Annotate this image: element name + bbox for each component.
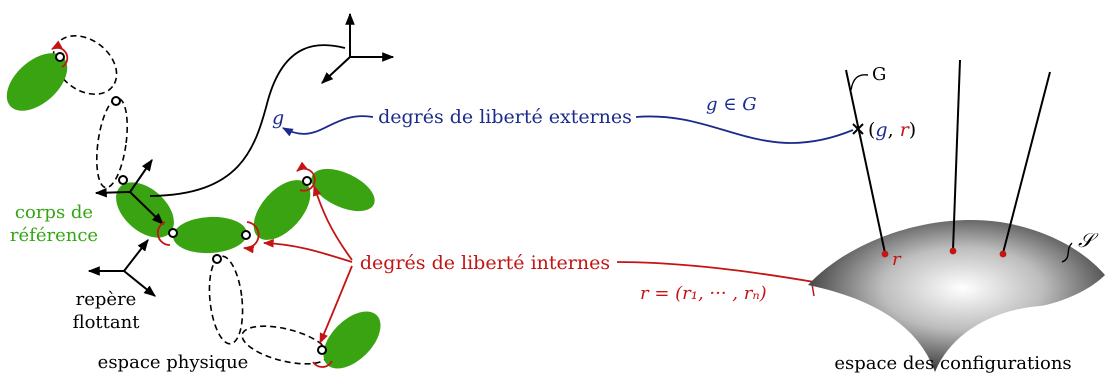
- joint: [302, 176, 312, 186]
- g-label: g: [272, 107, 284, 129]
- dashed-loop: [208, 255, 244, 345]
- external-dof-arrow-right: [635, 115, 854, 144]
- fiber-line: [952, 59, 961, 251]
- internal-dof: degrés de liberté internes r = (r₁, ··· …: [262, 184, 886, 344]
- manifold-surface: [808, 219, 1105, 372]
- body-link: [311, 168, 375, 212]
- dashed-loop: [95, 97, 129, 189]
- body-link: [173, 216, 247, 254]
- physical-space-label: espace physique: [98, 352, 249, 373]
- world-frame: [321, 12, 395, 84]
- external-dof: degrés de liberté externes g ∈ G: [282, 94, 854, 144]
- joint: [111, 96, 121, 106]
- dashed-loop: [241, 325, 329, 365]
- config-space-label: espace des configurations: [834, 353, 1071, 374]
- joint: [118, 175, 128, 185]
- fiber-point: [949, 247, 957, 255]
- joint: [241, 230, 251, 240]
- S-leader: [1061, 242, 1073, 263]
- g-in-G-label: g ∈ G: [706, 94, 757, 115]
- rotation-arc: [296, 161, 316, 192]
- internal-dof-arrow-1: [262, 238, 353, 263]
- fiber-line: [1002, 71, 1051, 254]
- body-link: [6, 53, 68, 111]
- transform-curve: [149, 44, 346, 197]
- point-marker: [852, 123, 864, 135]
- rotation-arc: [156, 221, 171, 246]
- configuration-space: G (g, r) r 𝒮 espace des configurations: [808, 59, 1105, 374]
- body-link: [253, 180, 311, 240]
- fiber-line: [845, 69, 886, 254]
- fiber-point: [999, 250, 1007, 258]
- rotation-arc: [51, 40, 69, 68]
- body-frame: [94, 159, 164, 225]
- G-leader: [850, 74, 869, 91]
- floating-frame-label-2: flottant: [73, 312, 141, 333]
- external-dof-label: degrés de liberté externes: [378, 106, 632, 128]
- point-g: g: [875, 119, 887, 141]
- point-gr-label: (g, r): [868, 119, 916, 141]
- rotation-arc: [312, 360, 333, 368]
- joint: [317, 345, 327, 355]
- joint: [212, 254, 222, 264]
- rotation-arcs: [51, 40, 333, 368]
- fiber-G-label: G: [872, 64, 886, 85]
- r-definition-label: r = (r₁, ··· , rₙ): [640, 283, 767, 304]
- internal-dof-arrow-3: [319, 265, 353, 344]
- r-tick: [811, 283, 815, 297]
- manifold-S-label: 𝒮: [1078, 228, 1099, 252]
- floating-frame-label: repère: [76, 289, 137, 310]
- internal-dof-label: degrés de liberté internes: [360, 252, 610, 274]
- external-dof-arrow-left: [282, 115, 374, 137]
- joint: [168, 228, 178, 238]
- fibers: [845, 59, 1051, 254]
- physical-space: corps de référence repère flottant espac…: [6, 12, 395, 373]
- rotation-arc: [242, 221, 260, 254]
- r-point-label: r: [892, 249, 902, 270]
- floating-frame: [87, 239, 156, 297]
- reference-body-label-2: référence: [10, 225, 98, 246]
- fiber-point: [881, 250, 889, 258]
- internal-dof-arrow-2: [312, 184, 353, 261]
- fiber-points: [881, 247, 1007, 258]
- joints: [55, 52, 327, 355]
- body-link: [323, 311, 381, 369]
- point-r: r: [900, 119, 911, 141]
- reference-body-label: corps de: [15, 202, 93, 223]
- joint: [55, 52, 65, 62]
